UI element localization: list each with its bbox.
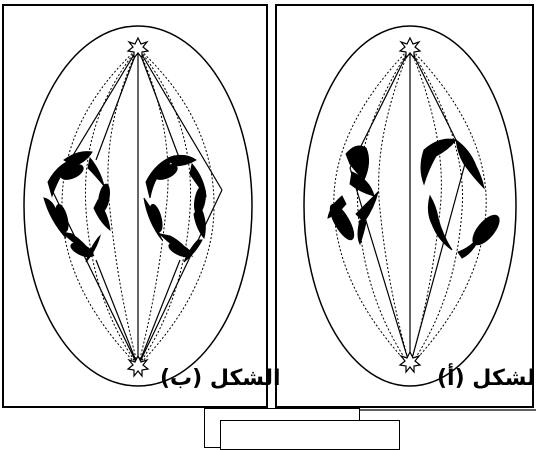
caption-figure-b: الشكل (ب) <box>160 366 281 391</box>
chromosomes-a <box>326 139 504 258</box>
chromosome-cluster-left-b <box>44 152 111 262</box>
chromosome-cluster-right-b <box>144 155 207 262</box>
caption-figure-a: الشكل (أ) <box>437 366 536 391</box>
centrosome-bottom-a <box>400 352 420 372</box>
bottom-frame-inner <box>220 420 400 450</box>
